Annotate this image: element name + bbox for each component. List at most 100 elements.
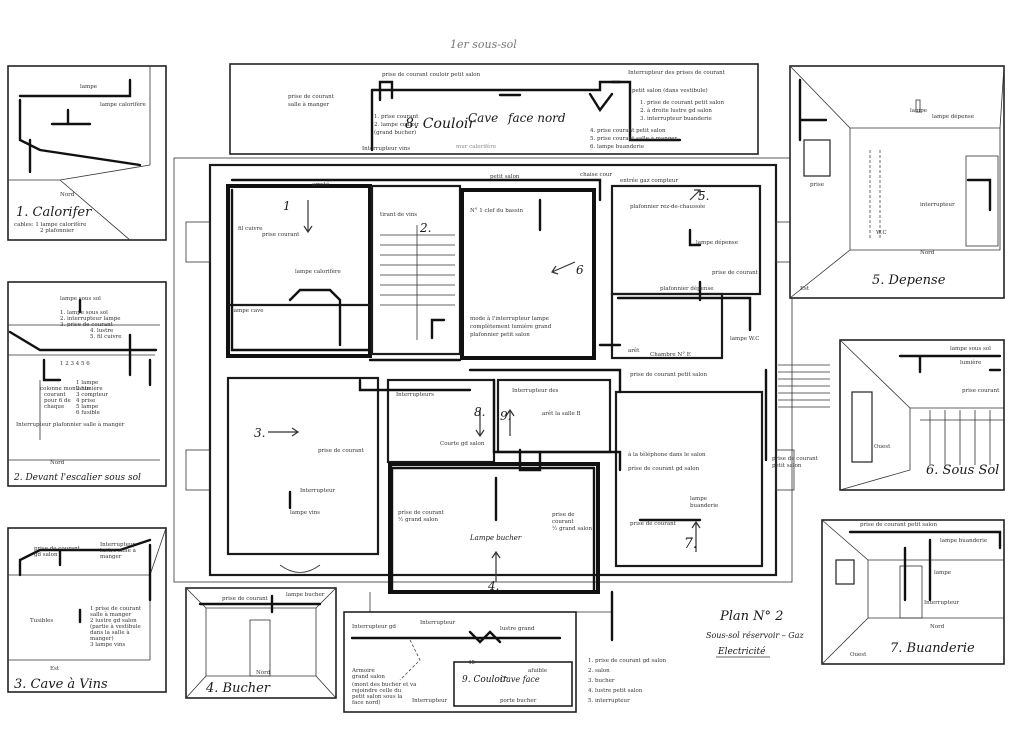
svg-text:plafonnier rez-de-chaussée: plafonnier rez-de-chaussée	[630, 203, 705, 210]
svg-text:1 2 3 4 5 6: 1 2 3 4 5 6	[60, 361, 90, 367]
svg-text:lustre grand: lustre grand	[500, 626, 535, 632]
svg-text:4. lustre: 4. lustre	[90, 328, 113, 334]
svg-text:pour 6 de: pour 6 de	[44, 398, 71, 404]
svg-text:4. prise courant petit salon: 4. prise courant petit salon	[590, 128, 666, 134]
panel-1-caption: 1. Calorifer	[16, 205, 92, 220]
svg-text:courant: courant	[44, 392, 66, 398]
svg-text:petit salon (dans vestibule): petit salon (dans vestibule)	[632, 87, 708, 94]
svg-text:½ grand salon: ½ grand salon	[552, 525, 592, 532]
svg-text:prise de courant petit salon: prise de courant petit salon	[860, 522, 937, 528]
lower-extension	[369, 592, 613, 613]
panel-7-compass-2: Ouest	[850, 652, 867, 658]
svg-text:petit salon: petit salon	[490, 174, 520, 180]
svg-text:prise de courant gd salon: prise de courant gd salon	[628, 466, 700, 472]
panel-6-sous-sol: lampe sous sol lumière prise courant Oue…	[839, 339, 1005, 491]
svg-text:petit salon sous la: petit salon sous la	[352, 694, 403, 700]
svg-text:lampe calorifère: lampe calorifère	[295, 268, 341, 275]
svg-text:4 prise: 4 prise	[76, 398, 95, 404]
svg-text:prise de courant: prise de courant	[34, 546, 81, 552]
svg-text:1. lampe sous sol: 1. lampe sous sol	[60, 310, 108, 316]
room-number-2: 2.	[419, 221, 431, 235]
wall-stub-left-bottom	[185, 449, 211, 491]
svg-text:manger): manger)	[90, 635, 114, 642]
svg-text:manger: manger	[100, 554, 122, 560]
direction-arrows	[268, 189, 701, 582]
room-number-4: 4.	[487, 579, 499, 593]
panel-1-calorifer: lampe lampe calorifère cables: 1 lampe c…	[7, 65, 167, 241]
svg-text:Nord: Nord	[920, 250, 935, 256]
svg-text:lumière: lumière	[960, 359, 981, 366]
svg-text:prise de courant: prise de courant	[222, 596, 269, 602]
svg-text:2 lumière: 2 lumière	[76, 385, 103, 392]
svg-text:2. interrupteur lampe: 2. interrupteur lampe	[60, 316, 121, 322]
svg-text:afuible: afuible	[528, 668, 547, 674]
svg-text:Interrupteur gd: Interrupteur gd	[352, 624, 396, 630]
svg-text:1 prise de courant: 1 prise de courant	[90, 606, 142, 612]
room-wc-walls	[610, 292, 724, 360]
svg-text:1 lampe: 1 lampe	[76, 380, 98, 386]
svg-text:à la téléphone dans le salon: à la téléphone dans le salon	[628, 451, 706, 458]
svg-text:salle à manger: salle à manger	[288, 101, 329, 108]
title-block: Plan N° 2 Sous-sol réservoir – Gaz Elect…	[706, 609, 804, 658]
svg-text:3. prise de courant: 3. prise de courant	[60, 322, 114, 328]
corridor-number: 45	[468, 660, 475, 666]
svg-text:complètement lumière grand: complètement lumière grand	[470, 323, 552, 330]
svg-text:prise: prise	[810, 182, 824, 188]
svg-text:lampe dépense: lampe dépense	[696, 239, 738, 246]
svg-text:arêt: arêt	[628, 347, 640, 354]
wiring	[230, 178, 768, 642]
room-7-walls	[614, 390, 764, 568]
svg-text:Tusibles: Tusibles	[30, 618, 53, 624]
panel-2-compass: Nord	[50, 460, 65, 466]
svg-text:prise courant: prise courant	[262, 232, 300, 238]
exterior-steps	[778, 364, 830, 408]
svg-text:porte bucher: porte bucher	[500, 698, 537, 704]
outer-wall-line	[173, 157, 793, 583]
svg-text:lampe: lampe	[910, 108, 927, 114]
svg-text:lampe: lampe	[690, 496, 707, 502]
legend-item-2: 2. salon	[588, 668, 610, 674]
svg-text:½ grand salon: ½ grand salon	[398, 516, 438, 523]
svg-text:5. prise courant salle à mange: 5. prise courant salle à manger	[590, 135, 678, 142]
panel-1-compass: Nord	[60, 192, 75, 198]
panel-8-couloir: prise de courant couloir petit salon Int…	[229, 63, 759, 155]
svg-text:Interrupteur des: Interrupteur des	[512, 388, 559, 394]
room-number-1: 1	[283, 199, 291, 213]
panel-2-notes: lampe sous sol 1. lampe sous sol 2. inte…	[16, 296, 125, 428]
svg-text:plafonnier dépense: plafonnier dépense	[660, 285, 714, 292]
svg-text:(partie à vestibule: (partie à vestibule	[90, 623, 141, 630]
svg-text:N° 1 clef du bassin: N° 1 clef du bassin	[470, 208, 523, 214]
panel-9-caption: 9. Couloir	[462, 675, 508, 685]
svg-text:lampe cave: lampe cave	[232, 308, 264, 314]
panel-8-label-2: Cave	[468, 111, 498, 125]
panel-5-compass: Est	[800, 286, 810, 292]
svg-text:Courte gd salon: Courte gd salon	[440, 441, 485, 447]
svg-text:3 lampe vins: 3 lampe vins	[90, 642, 125, 648]
svg-text:prise de courant: prise de courant	[712, 270, 759, 276]
panel-7-caption: 7. Buanderie	[890, 641, 975, 656]
svg-text:dans la salle à: dans la salle à	[90, 629, 130, 636]
sheet-header: 1er sous-sol	[450, 38, 517, 51]
panel-5-caption: 5. Depense	[872, 273, 946, 288]
svg-text:2 plafonnier: 2 plafonnier	[40, 228, 74, 234]
svg-text:6. lampe buanderie: 6. lampe buanderie	[590, 144, 644, 150]
room-number-6: 6	[576, 263, 584, 277]
legend-item-5: 5. interrupteur	[588, 698, 630, 704]
outer-wall	[208, 163, 778, 577]
svg-text:2. à droite lustre gd salon: 2. à droite lustre gd salon	[640, 107, 712, 114]
svg-text:prise de courant: prise de courant	[318, 448, 365, 454]
lampe-bucher-label: Lampe bucher	[469, 534, 522, 542]
svg-text:mur calorifère: mur calorifère	[456, 143, 496, 150]
svg-text:lampe sous sol: lampe sous sol	[60, 296, 101, 302]
stair-treads	[380, 225, 455, 340]
svg-text:Interrupteur plafonnier salle: Interrupteur plafonnier salle à manger	[16, 421, 125, 428]
svg-text:gd salon: gd salon	[34, 552, 58, 558]
svg-text:2. lampe couloir: 2. lampe couloir	[374, 122, 420, 128]
svg-text:prise de courant: prise de courant	[288, 94, 335, 100]
svg-text:lampe vins: lampe vins	[290, 510, 320, 516]
svg-text:5 lampe: 5 lampe	[76, 404, 98, 410]
panel-4-bucher: prise de courant lampe bucher Nord 4. Bu…	[185, 587, 337, 699]
room-4-walls	[388, 462, 600, 594]
